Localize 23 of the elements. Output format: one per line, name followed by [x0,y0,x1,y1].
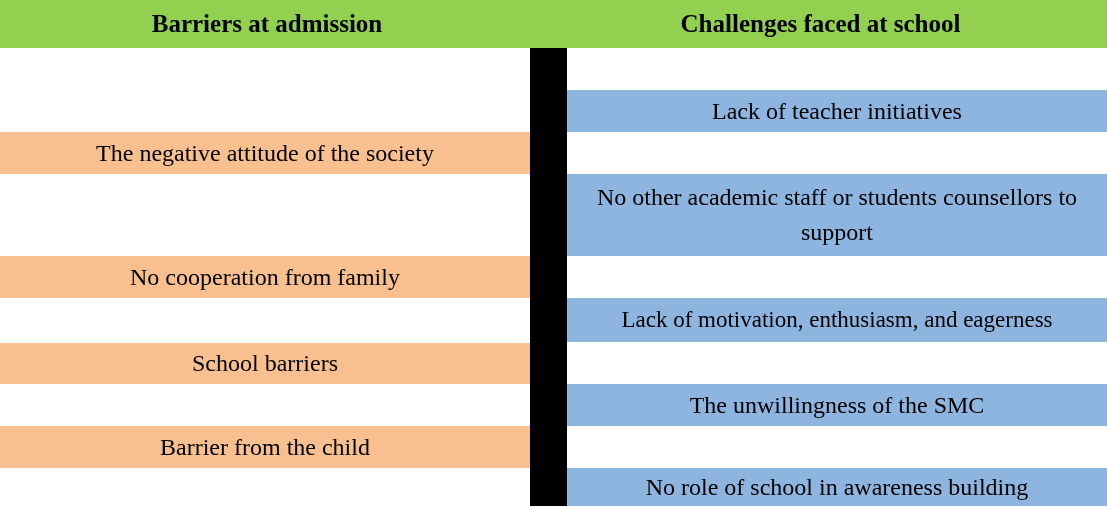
item-text: Lack of teacher initiatives [712,96,962,126]
challenge-box [567,384,1107,426]
barrier-box [0,256,530,298]
item-text: No cooperation from family [130,262,400,292]
challenge-box [567,298,1107,342]
challenge-box [567,90,1107,132]
barrier-box [0,132,530,174]
barrier-box [0,343,530,384]
item-text: No other academic staff or students counsellors to support [595,183,1079,247]
item-text: The unwillingness of the SMC [689,390,985,420]
item-text: The negative attitude of the society [96,138,434,168]
header-text: Barriers at admission [151,8,383,39]
barrier-box [0,426,530,468]
header-text: Challenges faced at school [680,8,961,39]
column-header-bar [0,0,534,48]
challenge-box [567,468,1107,506]
challenge-box [567,174,1107,256]
column-header-bar [534,0,1107,48]
divider-bar [530,48,567,506]
item-text: Lack of motivation, enthusiasm, and eagerness [621,306,1053,335]
item-text: Barrier from the child [160,432,370,462]
item-text: School barriers [192,349,338,379]
item-text: No role of school in awareness building [645,472,1029,502]
